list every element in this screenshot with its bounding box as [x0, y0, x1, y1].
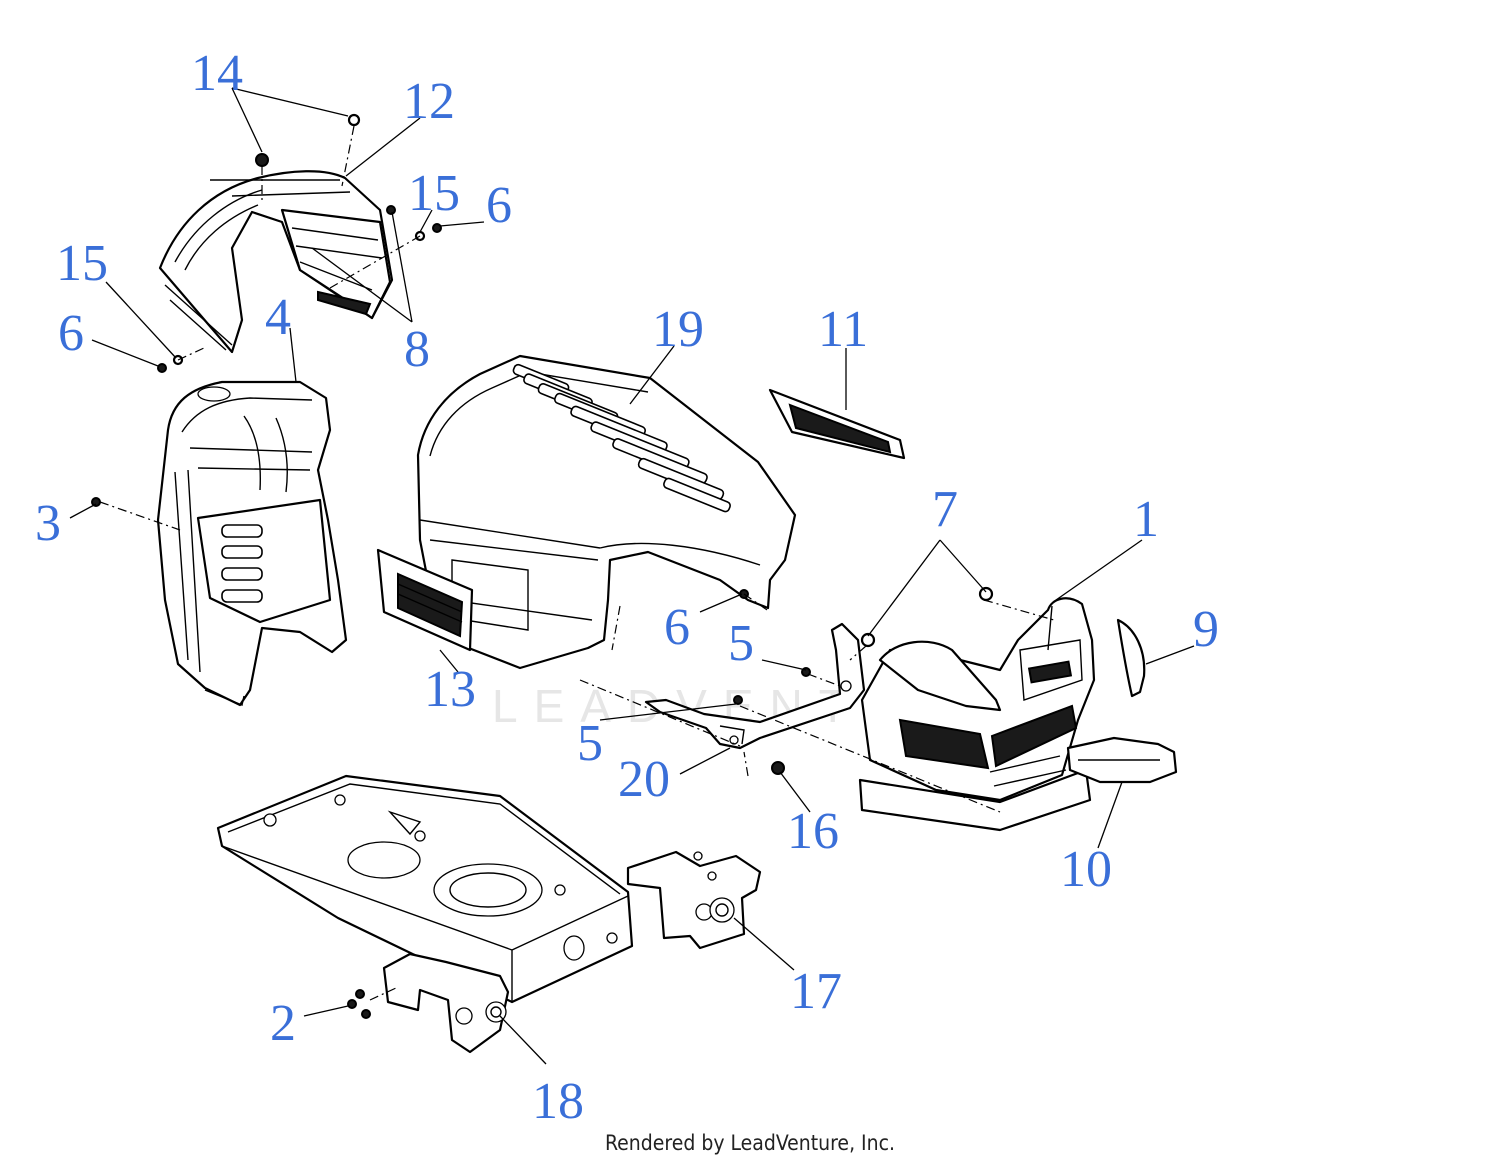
callout-15-top: 15	[408, 165, 460, 222]
callout-10: 10	[1060, 841, 1112, 898]
hood-vents	[512, 363, 731, 513]
side-grille-part-13[interactable]	[376, 548, 474, 652]
callout-5-upper: 5	[728, 615, 754, 672]
callout-17: 17	[790, 963, 842, 1020]
hardware-fasteners	[91, 113, 994, 1019]
callout-4: 4	[265, 289, 291, 346]
callout-8: 8	[404, 321, 430, 378]
hood-bracket-part-20[interactable]	[644, 622, 866, 750]
callout-6-hood: 6	[664, 599, 690, 656]
hood-part-19[interactable]	[416, 354, 797, 670]
callout-19: 19	[652, 301, 704, 358]
leader-lines	[69, 87, 1195, 1065]
top-grille-part-11[interactable]	[768, 388, 906, 460]
callout-9: 9	[1193, 601, 1219, 658]
dash-panel-part-4[interactable]	[156, 380, 348, 707]
front-bumper-part-1[interactable]	[858, 597, 1096, 832]
callout-5-lower: 5	[577, 715, 603, 772]
callout-12: 12	[403, 73, 455, 130]
callout-14: 14	[191, 45, 243, 102]
callout-16: 16	[787, 803, 839, 860]
callout-15-left: 15	[56, 235, 108, 292]
callout-20: 20	[618, 751, 670, 808]
callout-7: 7	[932, 481, 958, 538]
callout-6-top: 6	[486, 177, 512, 234]
callout-18: 18	[532, 1073, 584, 1130]
footer-credit: Rendered by LeadVenture, Inc.	[605, 1131, 895, 1155]
callout-6-left: 6	[58, 305, 84, 362]
headlight-lens-part-9[interactable]	[1116, 618, 1146, 698]
fender-part-12[interactable]	[158, 170, 394, 354]
axle-bracket-part-17[interactable]	[626, 850, 762, 950]
assembly-lines	[99, 125, 1055, 1001]
skid-plate-part-10[interactable]	[1066, 736, 1178, 784]
callout-11: 11	[818, 301, 868, 358]
callout-2: 2	[270, 995, 296, 1052]
frame-chassis	[216, 774, 634, 1004]
callout-labels: 1 2 3 4 5 5 6 6 6 7 8 9 10 11 12 13 14 1…	[35, 45, 1219, 1130]
callout-3: 3	[35, 495, 61, 552]
callout-1: 1	[1133, 491, 1159, 548]
callout-13: 13	[424, 661, 476, 718]
